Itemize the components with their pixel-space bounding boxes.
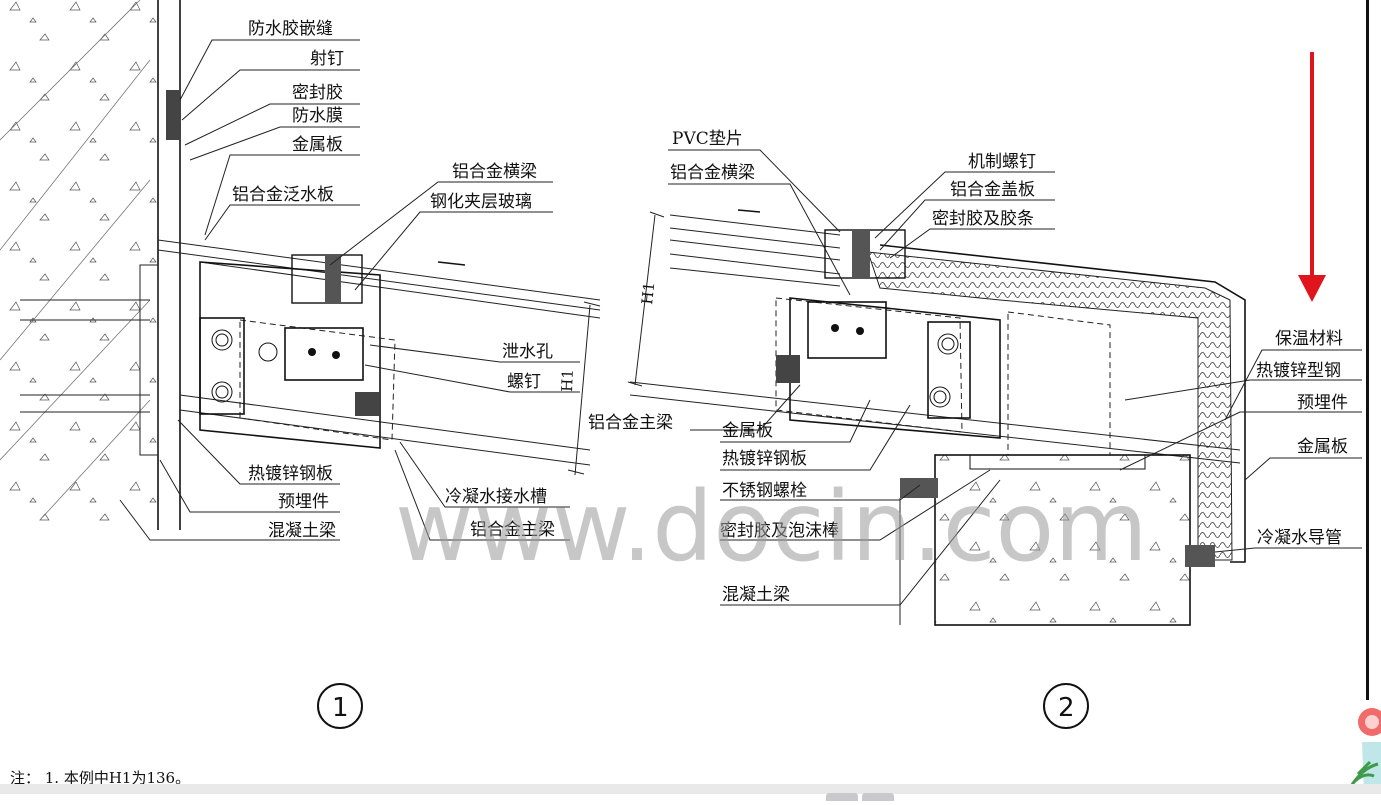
- label-concrete-beam-2: 混凝土梁: [722, 585, 790, 605]
- detail-1-labels: 防水胶嵌缝 射钉 密封胶 防水膜 金属板 铝合金泛水板 铝合金横梁 钢化夹层玻璃…: [232, 19, 555, 541]
- label-embedded-part-2: 预埋件: [1297, 393, 1348, 413]
- dim-h1-right: H1: [638, 281, 658, 305]
- floating-assistant-icon[interactable]: [1340, 702, 1381, 794]
- dim-h1-left: H1: [558, 369, 577, 392]
- label-galvanized-section: 热镀锌型钢: [1256, 361, 1341, 381]
- label-waterproof-joint: 防水胶嵌缝: [248, 19, 333, 39]
- detail-1-drawing: H1: [0, 0, 601, 541]
- label-metal-plate: 金属板: [292, 135, 343, 155]
- detail-number-2: 2: [1058, 693, 1075, 723]
- label-sealant-gasket: 密封胶及胶条: [932, 209, 1034, 229]
- label-transom-2: 铝合金横梁: [670, 163, 755, 183]
- label-pvc-shim: PVC垫片: [672, 129, 743, 149]
- prev-page-button[interactable]: [826, 793, 858, 801]
- label-metal-plate-2: 金属板: [722, 421, 773, 441]
- detail-2-labels: PVC垫片 铝合金横梁 机制螺钉 铝合金盖板 密封胶及胶条 铝合金主梁 金属板 …: [588, 129, 1348, 605]
- label-screw: 螺钉: [507, 372, 541, 392]
- label-laminated-glass: 钢化夹层玻璃: [430, 192, 532, 212]
- label-weep-hole: 泄水孔: [502, 342, 553, 362]
- detail-marker-1: 1: [317, 683, 363, 729]
- label-stainless-bolt: 不锈钢螺栓: [722, 481, 807, 501]
- label-cover-plate: 铝合金盖板: [950, 180, 1035, 200]
- detail-2-drawing: H1: [627, 149, 1362, 626]
- red-down-arrow-icon: [1298, 52, 1326, 302]
- label-galvanized-plate: 热镀锌钢板: [248, 464, 333, 484]
- label-condensate-gutter: 冷凝水接水槽: [445, 487, 547, 507]
- label-transom: 铝合金横梁: [452, 162, 537, 182]
- detail-number-1: 1: [332, 693, 349, 723]
- label-mullion: 铝合金主梁: [470, 520, 555, 540]
- next-page-button[interactable]: [862, 793, 894, 801]
- label-concrete-beam: 混凝土梁: [268, 521, 336, 541]
- label-flashing: 铝合金泛水板: [232, 185, 334, 205]
- page-right-border: [1366, 0, 1369, 700]
- drawing-note: 注： 1. 本例中H1为136。: [10, 769, 190, 787]
- label-sealant-foam-rod: 密封胶及泡沫棒: [720, 521, 839, 541]
- label-insulation: 保温材料: [1275, 329, 1343, 349]
- watermark-text: www.docin.com: [395, 471, 1148, 583]
- label-condensate-pipe: 冷凝水导管: [1257, 528, 1342, 548]
- label-mullion-2: 铝合金主梁: [588, 413, 673, 433]
- label-waterproof-membrane: 防水膜: [292, 106, 343, 126]
- viewer-page-buttons[interactable]: [826, 786, 898, 801]
- label-embedded-part: 预埋件: [278, 492, 329, 512]
- label-nail: 射钉: [310, 49, 344, 69]
- viewer-bottom-bar: [0, 784, 1381, 794]
- label-galvanized-plate-2: 热镀锌钢板: [722, 449, 807, 469]
- label-machine-screw: 机制螺钉: [968, 152, 1036, 172]
- label-metal-plate-3: 金属板: [1297, 437, 1348, 457]
- detail-marker-2: 2: [1043, 683, 1089, 729]
- label-sealant: 密封胶: [292, 83, 343, 103]
